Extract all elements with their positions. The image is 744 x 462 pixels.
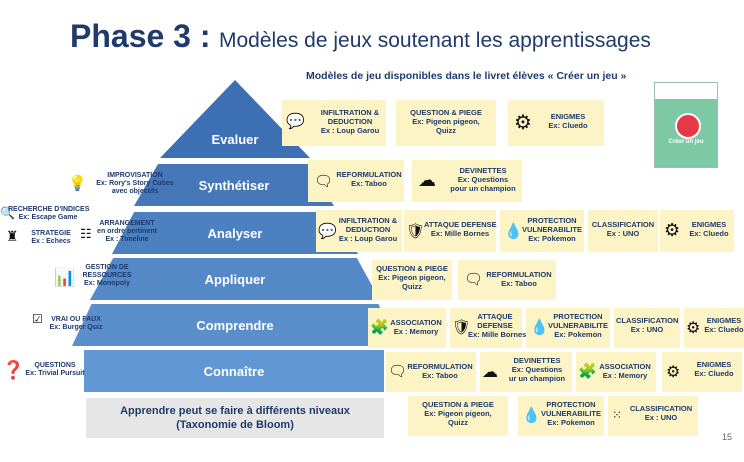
checkbox-icon: ☑ — [32, 312, 43, 326]
speech-bubble-icon: 🗨 — [314, 173, 334, 190]
chat-bubbles-icon: 💬 — [286, 113, 305, 130]
dice-dots-icon: ⁙ — [612, 408, 623, 422]
title-text: Modèles de jeux soutenant les apprentiss… — [218, 29, 651, 52]
chat-bubbles-icon: 💬 — [318, 223, 337, 240]
brain-gears-icon: ⚙ — [664, 220, 681, 240]
bar-chart-icon: 📊 — [54, 268, 76, 287]
level-label: Evaluer — [211, 131, 259, 147]
puzzle-icon: 🧩 — [370, 319, 389, 336]
pyramid-level-connaitre: Connaître — [84, 350, 384, 392]
subtitle: Modèles de jeu disponibles dans le livre… — [306, 70, 627, 82]
brain-gears-icon: ⚙ — [686, 320, 701, 337]
brain-gears-icon: ⚙ — [666, 364, 681, 381]
drop-icon: 💧 — [522, 407, 541, 424]
taxonomy-line1: Apprendre peut se faire à différents niv… — [120, 405, 350, 417]
puzzle-icon: 🧩 — [578, 363, 597, 380]
pyramid-level-comprendre: Comprendre — [72, 304, 398, 346]
level-label: Appliquer — [204, 271, 266, 287]
speech-bubble-icon: 🗨 — [464, 271, 484, 288]
page-number: 15 — [722, 432, 733, 442]
brain-gears-icon: ⚙ — [514, 112, 532, 134]
magnifier-icon: 🔍 — [0, 206, 15, 220]
title-prefix: Phase 3 : — [70, 18, 211, 54]
drop-icon: 💧 — [530, 319, 549, 336]
page-title: Phase 3 : Modèles de jeux soutenant les … — [70, 18, 651, 55]
pyramid-level-appliquer: Appliquer — [90, 258, 380, 300]
chess-icon: ♜ — [6, 228, 19, 244]
booklet-label: Créer un jeu — [668, 139, 704, 145]
booklet-cover-image: Créer un jeu — [654, 82, 718, 168]
level-label: Comprendre — [196, 317, 274, 333]
taxonomy-line2: (Taxonomie de Bloom) — [176, 419, 294, 431]
level-label: Synthétiser — [198, 177, 270, 193]
level-label: Analyser — [207, 225, 263, 241]
shield-sword-icon: 🛡 — [406, 223, 426, 240]
thought-cloud-icon: ☁ — [418, 170, 436, 190]
pyramid-level-synthetiser: Synthétiser — [134, 164, 334, 206]
taxonomy-caption: Apprendre peut se faire à différents niv… — [86, 398, 384, 438]
timeline-icon: ☷ — [80, 226, 92, 241]
lightbulb-icon: 💡 — [68, 175, 87, 192]
level-label: Connaître — [203, 363, 265, 379]
drop-icon: 💧 — [504, 223, 523, 240]
question-icon: ❓ — [2, 360, 25, 380]
thought-cloud-icon: ☁ — [482, 364, 498, 381]
speech-bubble-icon: 🗨 — [388, 363, 408, 380]
shield-sword-icon: 🛡 — [452, 319, 472, 336]
